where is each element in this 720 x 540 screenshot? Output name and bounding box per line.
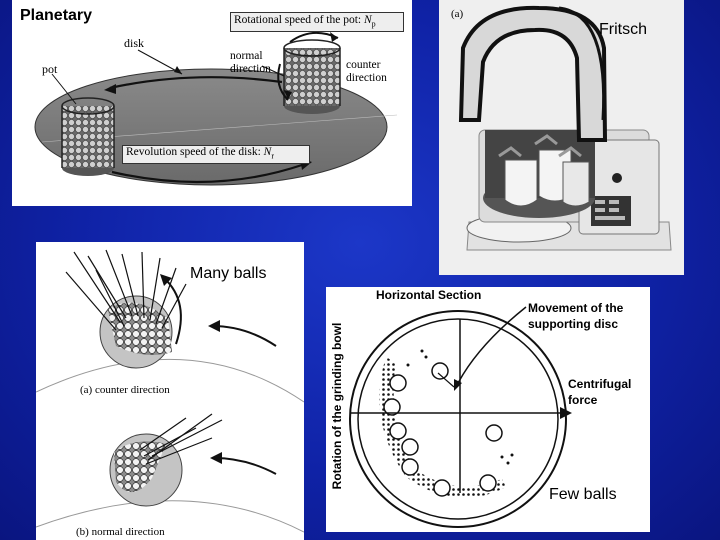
disc-movement-label-1: Movement of the: [528, 301, 624, 315]
disc-movement-label-2: supporting disc: [528, 317, 618, 331]
few-balls-label: Few balls: [549, 486, 617, 503]
revolution-arrow-icon: [111, 163, 303, 184]
caption-counter-direction: (a) counter direction: [80, 384, 170, 396]
fritsch-title: Fritsch: [599, 21, 647, 38]
fritsch-tag: (a): [451, 8, 464, 20]
planetary-panel: Planetary Rotational speed of the pot: N…: [12, 0, 412, 206]
control-panel-icon: [591, 196, 631, 226]
horizontal-section-panel: Horizontal Section Movement of the suppo…: [326, 287, 650, 532]
planetary-title: Planetary: [20, 7, 93, 24]
disk-a-arrow-icon: [211, 325, 277, 347]
many-balls-diagram: [36, 249, 304, 533]
pot-label: pot: [42, 62, 58, 76]
horizontal-section-diagram: [349, 306, 572, 528]
counter-direction-label-2: direction: [346, 72, 387, 84]
disk-b-arrow-icon: [213, 457, 277, 475]
rotation-label: Rotation of the grinding bowl: [330, 322, 344, 490]
bowl-a-rotation-arrow-icon: [163, 277, 182, 345]
disk-speed-label: Revolution speed of the disk: Nr: [126, 146, 275, 161]
normal-direction-label-1: normal: [230, 50, 263, 62]
left-pot-icon: [61, 97, 115, 176]
caption-normal-direction: (b) normal direction: [76, 526, 165, 538]
disk-speed-box: [122, 145, 310, 164]
pot-speed-label: Rotational speed of the pot: Np: [234, 14, 376, 29]
centrifugal-label-2: force: [568, 393, 598, 407]
grinding-bowls-icon: [498, 134, 590, 207]
many-balls-panel: Many balls (a) counter direction (b) nor…: [36, 242, 304, 540]
normal-direction-label-2: direction: [230, 63, 271, 75]
right-pot-icon: [283, 39, 341, 114]
fritsch-mill-image: [458, 5, 672, 251]
support-disc-arrow-icon: [455, 306, 527, 388]
fritsch-panel: (a) Fritsch: [439, 0, 684, 275]
disk-label: disk: [124, 36, 145, 50]
many-balls-title: Many balls: [190, 265, 267, 282]
centrifugal-label-1: Centrifugal: [568, 377, 632, 391]
grinding-balls-icon: [383, 362, 503, 497]
mill-lid-icon: [458, 5, 608, 142]
counter-direction-label-1: counter: [346, 59, 381, 71]
section-title: Horizontal Section: [376, 288, 482, 302]
pot-speed-box: [230, 12, 404, 32]
